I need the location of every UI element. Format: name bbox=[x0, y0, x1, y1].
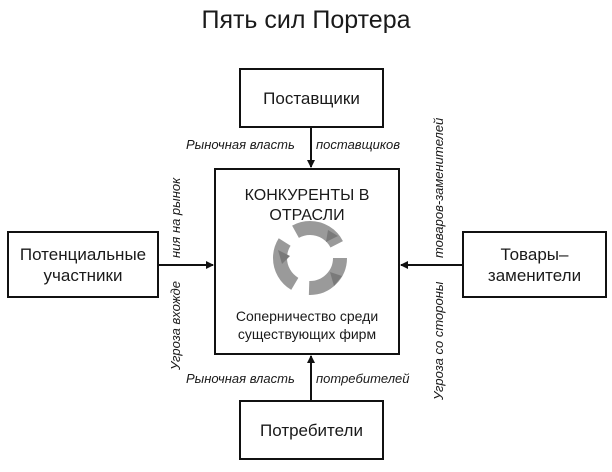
potential-entrants-label: Потенциальные участники bbox=[19, 244, 147, 285]
suppliers-box: Поставщики bbox=[239, 68, 384, 128]
competitors-title: КОНКУРЕНТЫ В ОТРАСЛИ bbox=[244, 187, 370, 224]
cycle-arrows-icon bbox=[273, 221, 347, 295]
entry-threat-label-bottom: Угроза вхожде bbox=[168, 281, 183, 370]
buyer-power-label-right: потребителей bbox=[316, 371, 410, 386]
substitute-threat-label-bottom: Угроза со стороны bbox=[431, 281, 446, 400]
industry-competitors-box: КОНКУРЕНТЫ В ОТРАСЛИ Соперничество среди… bbox=[214, 168, 400, 355]
entry-threat-label-top: ния на рынок bbox=[168, 177, 183, 258]
substitutes-box: Товары– заменители bbox=[462, 231, 607, 298]
diagram-title: Пять сил Портера bbox=[201, 6, 411, 34]
substitutes-label: Товары– заменители bbox=[487, 244, 582, 285]
buyer-power-label-left: Рыночная власть bbox=[186, 371, 295, 386]
supplier-power-label-right: поставщиков bbox=[316, 137, 401, 152]
supplier-power-label-left: Рыночная власть bbox=[186, 137, 295, 152]
competitors-subtitle: Соперничество среди существующих фирм bbox=[235, 308, 379, 342]
buyers-label: Потребители bbox=[260, 420, 363, 440]
substitute-threat-label-top: товаров-заменителей bbox=[431, 117, 446, 258]
potential-entrants-box: Потенциальные участники bbox=[7, 231, 159, 298]
buyers-box: Потребители bbox=[239, 400, 384, 460]
suppliers-label: Поставщики bbox=[263, 88, 360, 108]
